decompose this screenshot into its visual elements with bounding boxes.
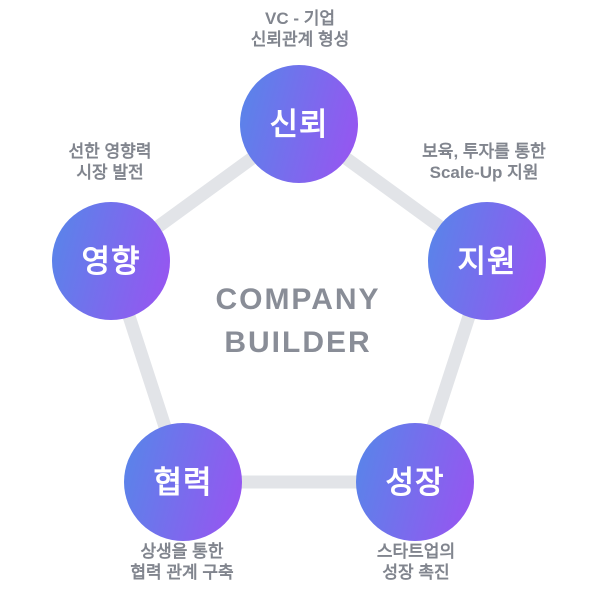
center-title-line2: BUILDER — [224, 326, 372, 359]
caption-trust-line2: 신뢰관계 형성 — [250, 30, 350, 49]
node-cooperation: 협력 — [124, 423, 242, 541]
caption-cooperation-line1: 상생을 통한 — [140, 542, 224, 561]
node-influence-label: 영향 — [81, 243, 141, 279]
caption-cooperation-line2: 협력 관계 구축 — [130, 563, 234, 582]
node-growth-label: 성장 — [385, 464, 445, 500]
node-trust: 신뢰 — [240, 65, 358, 183]
caption-support-line1: 보육, 투자를 통한 — [422, 142, 546, 161]
caption-support-line2: Scale-Up 지원 — [429, 163, 539, 182]
node-support-label: 지원 — [457, 243, 517, 279]
caption-trust: VC - 기업 신뢰관계 형성 — [190, 8, 410, 50]
node-growth: 성장 — [356, 423, 474, 541]
caption-trust-line1: VC - 기업 — [264, 9, 335, 28]
center-title-line1: COMPANY — [215, 283, 381, 316]
node-support: 지원 — [428, 202, 546, 320]
caption-growth-line1: 스타트업의 — [376, 542, 456, 561]
node-trust-label: 신뢰 — [269, 106, 329, 142]
caption-growth-line2: 성장 촉진 — [382, 563, 450, 582]
caption-influence: 선한 영향력 시장 발전 — [0, 141, 220, 183]
center-title: COMPANY BUILDER — [148, 278, 448, 364]
caption-cooperation: 상생을 통한 협력 관계 구축 — [72, 541, 292, 583]
node-cooperation-label: 협력 — [153, 464, 213, 500]
node-influence: 영향 — [52, 202, 170, 320]
caption-support: 보육, 투자를 통한 Scale-Up 지원 — [374, 141, 594, 183]
caption-influence-line1: 선한 영향력 — [68, 142, 152, 161]
caption-influence-line2: 시장 발전 — [76, 163, 144, 182]
caption-growth: 스타트업의 성장 촉진 — [306, 541, 526, 583]
